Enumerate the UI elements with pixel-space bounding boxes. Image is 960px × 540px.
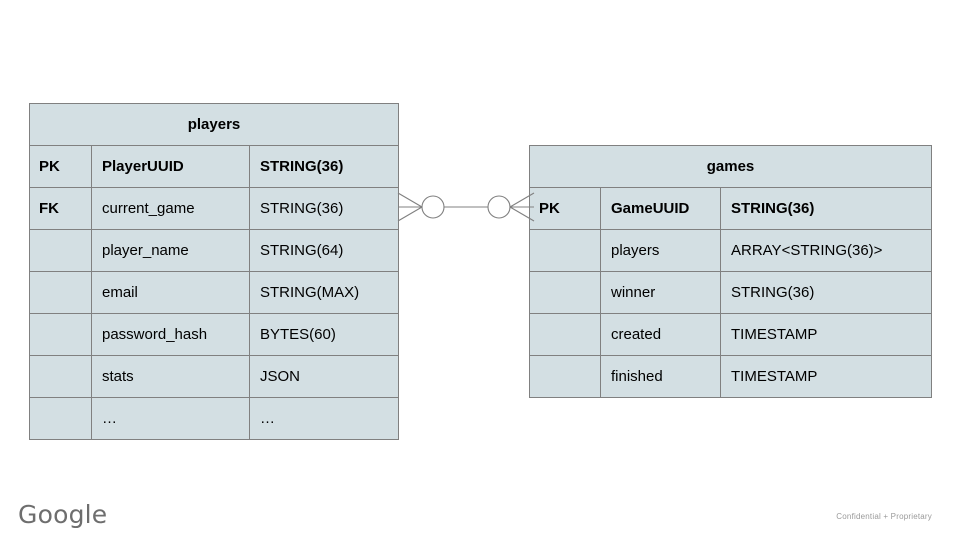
row-field-name: player_name	[91, 229, 250, 272]
crowsfoot-right-icon	[509, 192, 535, 222]
crowsfoot-left-icon	[397, 192, 423, 222]
row-key-badge	[529, 229, 601, 272]
row-field-type: STRING(36)	[720, 271, 932, 314]
row-field-name: created	[600, 313, 721, 356]
google-logo: Google	[18, 500, 108, 529]
table-row: players ARRAY<STRING(36)>	[529, 229, 932, 272]
entity-title-games: games	[529, 145, 932, 188]
table-row: PK PlayerUUID STRING(36)	[29, 145, 399, 188]
row-field-type: BYTES(60)	[249, 313, 399, 356]
row-field-type: ARRAY<STRING(36)>	[720, 229, 932, 272]
table-row: PK GameUUID STRING(36)	[529, 187, 932, 230]
table-row: FK current_game STRING(36)	[29, 187, 399, 230]
row-field-name: PlayerUUID	[91, 145, 250, 188]
row-field-type: JSON	[249, 355, 399, 398]
table-row: password_hash BYTES(60)	[29, 313, 399, 356]
row-key-badge	[29, 397, 92, 440]
row-key-badge	[529, 313, 601, 356]
table-row: winner STRING(36)	[529, 271, 932, 314]
row-field-type: STRING(36)	[720, 187, 932, 230]
entity-title-row: games	[529, 145, 932, 188]
row-key-badge	[529, 355, 601, 398]
table-row: email STRING(MAX)	[29, 271, 399, 314]
relationship-connector-players-games	[397, 192, 535, 222]
row-field-name: current_game	[91, 187, 250, 230]
row-field-type: TIMESTAMP	[720, 355, 932, 398]
table-row: … …	[29, 397, 399, 440]
row-field-type: STRING(36)	[249, 145, 399, 188]
row-field-type: STRING(36)	[249, 187, 399, 230]
row-field-name: email	[91, 271, 250, 314]
row-key-badge	[29, 355, 92, 398]
row-key-badge: PK	[529, 187, 601, 230]
row-field-name: password_hash	[91, 313, 250, 356]
entity-table-games: games PK GameUUID STRING(36) players ARR…	[529, 145, 932, 398]
row-field-type: STRING(64)	[249, 229, 399, 272]
confidentiality-note: Confidential + Proprietary	[836, 512, 932, 521]
row-field-type: …	[249, 397, 399, 440]
table-row: created TIMESTAMP	[529, 313, 932, 356]
table-row: finished TIMESTAMP	[529, 355, 932, 398]
entity-title-players: players	[29, 103, 399, 146]
table-row: stats JSON	[29, 355, 399, 398]
row-key-badge	[29, 229, 92, 272]
cardinality-zero-right-icon	[487, 195, 511, 219]
row-key-badge: FK	[29, 187, 92, 230]
row-field-name: stats	[91, 355, 250, 398]
row-field-name: …	[91, 397, 250, 440]
row-key-badge	[529, 271, 601, 314]
table-row: player_name STRING(64)	[29, 229, 399, 272]
row-key-badge: PK	[29, 145, 92, 188]
row-field-type: STRING(MAX)	[249, 271, 399, 314]
row-field-name: winner	[600, 271, 721, 314]
row-field-name: GameUUID	[600, 187, 721, 230]
row-key-badge	[29, 271, 92, 314]
entity-title-row: players	[29, 103, 399, 146]
row-field-type: TIMESTAMP	[720, 313, 932, 356]
row-field-name: players	[600, 229, 721, 272]
cardinality-zero-left-icon	[421, 195, 445, 219]
entity-table-players: players PK PlayerUUID STRING(36) FK curr…	[29, 103, 399, 440]
row-key-badge	[29, 313, 92, 356]
row-field-name: finished	[600, 355, 721, 398]
